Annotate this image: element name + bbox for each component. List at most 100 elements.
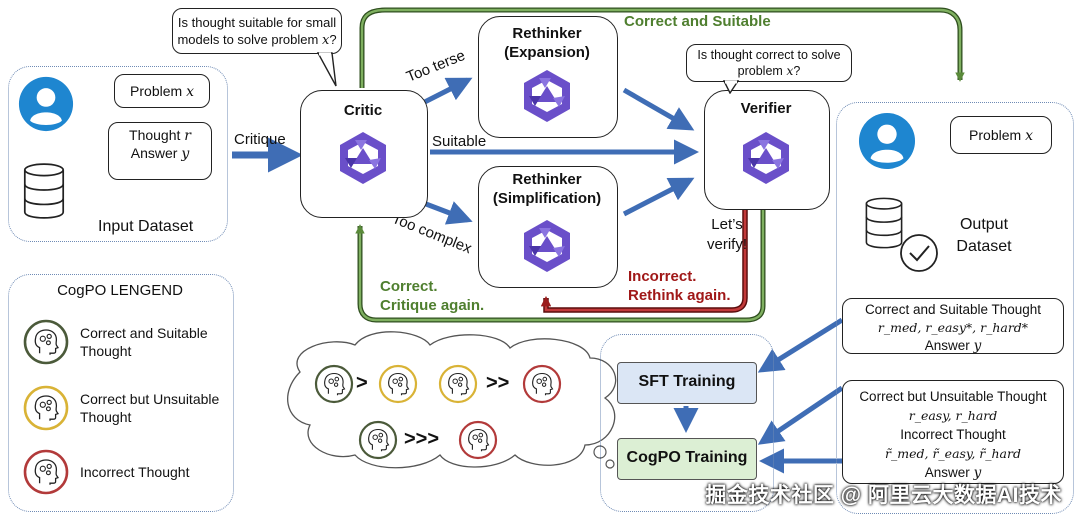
input-thought-label: Thought <box>129 127 181 143</box>
lets-verify-label: Let’s verify! <box>705 215 749 255</box>
lets-verify-line-2: verify! <box>706 236 747 253</box>
critic-question-line-1: Is thought suitable for small <box>177 15 337 30</box>
legend-item-line-1: Correct but Unsuitable <box>80 391 220 407</box>
user-icon <box>18 76 74 132</box>
verifier-question-var: x <box>786 63 794 78</box>
output-dataset-line-1: Output <box>959 216 1009 233</box>
output-dataset-panel <box>836 102 1074 514</box>
cloud-icon-unsuitable-2 <box>438 364 478 404</box>
critic-question-var: x <box>321 33 330 48</box>
verifier-question-line-1: Is thought correct to solve <box>697 48 841 62</box>
rethinker-simplification-title: Rethinker (Simplification) <box>478 170 616 208</box>
correct-suitable-thought-title: Correct and Suitable Thought <box>864 302 1042 317</box>
incorrect-thought-vars: r̃_med, r̃_easy, r̃_hard <box>885 446 1021 461</box>
verifier-bubble-tail <box>722 80 740 94</box>
input-thought-var: r <box>184 128 191 144</box>
critique-label: Critique <box>234 131 286 148</box>
legend-item-line-2: Thought <box>80 409 132 425</box>
legend-item: Incorrect Thought <box>22 448 228 496</box>
cloud-gt-symbol: > <box>356 372 368 394</box>
legend-item-line-2: Thought <box>80 343 132 359</box>
sft-training-box: SFT Training <box>617 362 757 404</box>
cloud-gtgt-symbol: >> <box>486 372 510 394</box>
input-problem-var: x <box>186 84 194 100</box>
incorrect-answer-label: Answer <box>924 465 970 480</box>
legend-brain-icon <box>23 385 69 431</box>
verifier-question-line-2: problem <box>737 64 783 78</box>
cloud-icon-incorrect-2 <box>458 420 498 460</box>
critique-again-label: Correct. Critique again. <box>380 277 484 315</box>
correct-suitable-answer-var: y <box>973 338 982 354</box>
cloud-dot-small <box>605 459 615 469</box>
legend-item-label: Incorrect Thought <box>80 463 189 481</box>
incorrect-line-2: Rethink again. <box>628 287 731 304</box>
input-thought-bubble: Thought r Answer y <box>108 122 212 180</box>
simplification-to-verifier-arrow <box>622 177 695 217</box>
correct-line-1: Correct. <box>380 278 438 295</box>
legend-panel <box>8 274 234 512</box>
output-user-icon <box>858 112 916 170</box>
critic-title: Critic <box>343 102 383 119</box>
rethink-again-label: Incorrect. Rethink again. <box>628 267 731 305</box>
incorrect-answer-var: y <box>973 465 982 481</box>
expansion-to-verifier-arrow <box>622 87 695 131</box>
output-problem-var: x <box>1025 128 1033 144</box>
verifier-logo-icon <box>743 132 789 184</box>
suitable-label: Suitable <box>432 133 487 150</box>
correct-suitable-thought-vars: r_med, r_easy*, r_hard* <box>877 320 1029 335</box>
input-dataset-label: Input Dataset <box>98 218 194 235</box>
input-answer-var: y <box>181 146 190 162</box>
correct-suitable-label: Correct and Suitable <box>624 13 771 30</box>
unsuitable-thought-title: Correct but Unsuitable Thought <box>859 389 1047 404</box>
input-answer-label: Answer <box>130 145 178 161</box>
rethinker-simplification-line-1: Rethinker <box>512 171 582 188</box>
input-problem-bubble: Problem x <box>114 74 210 108</box>
verifier-question-bubble: Is thought correct to solve problem x? <box>686 44 852 82</box>
correct-suitable-thought-box: Correct and Suitable Thought r_med, r_ea… <box>842 298 1064 354</box>
cloud-icon-suitable-1 <box>314 364 354 404</box>
critic-bubble-tail <box>316 52 337 87</box>
rethinker-expansion-title: Rethinker (Expansion) <box>478 24 616 62</box>
critic-question-bubble: Is thought suitable for small models to … <box>172 8 342 54</box>
critic-logo-icon <box>340 132 386 184</box>
cloud-icon-unsuitable-1 <box>378 364 418 404</box>
input-dataset-panel <box>8 66 228 242</box>
correct-line-2: Critique again. <box>380 297 485 314</box>
input-problem-label: Problem <box>130 83 183 99</box>
check-icon <box>900 234 938 272</box>
rethinker-expansion-logo-icon <box>524 70 570 122</box>
database-icon <box>23 163 65 219</box>
rethinker-simplification-line-2: (Simplification) <box>492 190 602 207</box>
cloud-icon-incorrect-1 <box>522 364 562 404</box>
unsuitable-thought-vars: r_easy, r_hard <box>908 408 998 423</box>
cloud-gtgtgt-symbol: >>> <box>404 428 440 450</box>
critique-again-arrow <box>355 208 765 322</box>
incorrect-line-1: Incorrect. <box>628 268 697 285</box>
critic-question-line-2: models to solve problem <box>177 32 319 47</box>
unsuitable-to-cogpo-arrow <box>757 385 844 445</box>
cogpo-training-box: CogPO Training <box>617 438 757 480</box>
legend-brain-icon <box>23 319 69 365</box>
training-panel <box>600 334 774 512</box>
legend-item-line-1: Incorrect Thought <box>80 464 190 480</box>
output-dataset-label: Output Dataset <box>944 214 1024 258</box>
legend-brain-icon <box>23 449 69 495</box>
lets-verify-line-1: Let’s <box>711 216 743 233</box>
watermark: 掘金技术社区 @ 阿里云大数据AI技术 <box>705 484 1062 507</box>
output-dataset-line-2: Dataset <box>956 238 1012 255</box>
verifier-title: Verifier <box>740 100 792 117</box>
rethinker-expansion-line-1: Rethinker <box>512 25 582 42</box>
output-to-sft-arrow <box>757 317 844 373</box>
correct-suitable-answer-label: Answer <box>924 338 970 353</box>
rethinker-simplification-logo-icon <box>524 220 570 272</box>
legend-title: CogPO LENGEND <box>57 282 183 299</box>
incorrect-thought-title: Incorrect Thought <box>900 427 1006 442</box>
rethinker-expansion-line-2: (Expansion) <box>504 44 590 61</box>
correct-suitable-arrow <box>360 8 965 88</box>
output-problem-label: Problem <box>969 127 1022 143</box>
